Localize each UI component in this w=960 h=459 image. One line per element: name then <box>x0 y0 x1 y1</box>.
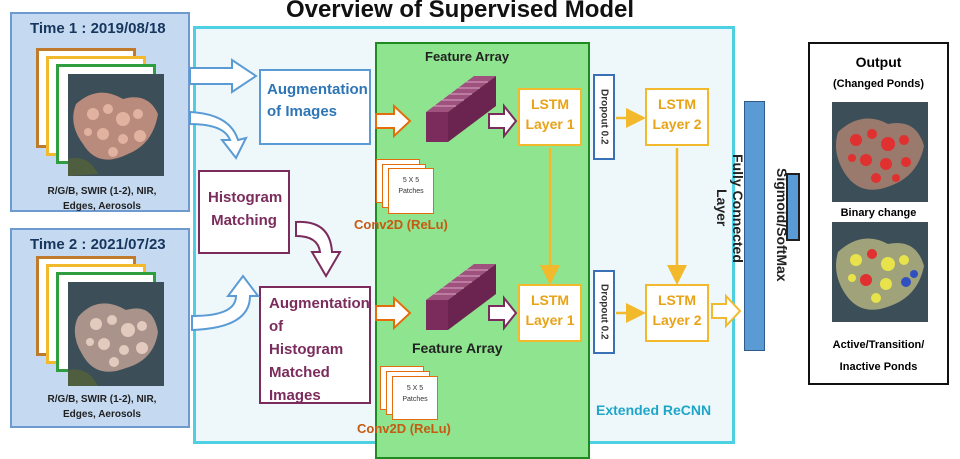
output-classes-image <box>832 222 928 322</box>
lstm1-bottom-line2: Layer 1 <box>525 312 575 328</box>
aug2-line3: Matched <box>269 364 330 381</box>
time1-bands-line2: Edges, Aerosols <box>63 201 141 212</box>
lstm2-bottom-line2: Layer 2 <box>652 312 702 328</box>
output-binary-image <box>832 102 928 202</box>
patch-size-top: 5 X 5 <box>402 177 420 184</box>
time1-bands-line1: R/G/B, SWIR (1-2), NIR, <box>47 186 157 197</box>
extended-recnn-label: Extended ReCNN <box>596 402 712 418</box>
satellite-image-time1 <box>68 74 164 176</box>
purple-arrow-top <box>488 103 518 139</box>
fully-connected-label: Fully Connected Layer <box>690 138 746 278</box>
feature-array-cube-top <box>426 76 496 142</box>
yellow-arrow-to-sigmoid <box>711 293 742 329</box>
histogram-line1: Histogram <box>208 189 283 206</box>
lstm2-top-line2: Layer 2 <box>652 116 702 132</box>
feature-array-label-bottom: Feature Array <box>412 340 503 356</box>
blue-curved-arrow-to-histogram-augmentation <box>191 274 260 332</box>
satellite-image-time2 <box>68 282 164 386</box>
yellow-connectors <box>540 108 687 323</box>
time2-panel: Time 2 : 2021/07/23 R/G/B, SWIR (1-2), N… <box>10 228 190 428</box>
aug2-line2: of Histogram <box>269 318 344 358</box>
patch-size-bottom: 5 X 5 <box>406 385 424 392</box>
dropout-top: Dropout 0.2 <box>593 74 615 160</box>
lstm-layer2-bottom: LSTM Layer 2 <box>645 284 709 342</box>
classes-label: Active/Transition/ Inactive Ponds <box>810 334 947 378</box>
conv2d-label-top: Conv2D (ReLu) <box>354 217 448 232</box>
classes-line2: Inactive Ponds <box>839 361 918 373</box>
orange-arrow-top <box>375 103 412 139</box>
augmentation-images-box: Augmentation of Images <box>259 69 371 145</box>
lstm1-top-line1: LSTM <box>530 96 570 112</box>
purple-arrow-bottom <box>488 295 518 331</box>
histogram-matching-box: Histogram Matching <box>198 170 290 254</box>
patch-front-bottom: 5 X 5 Patches <box>392 376 438 420</box>
feature-array-label-top: Feature Array <box>425 49 510 64</box>
patch-front-top: 5 X 5 Patches <box>388 168 434 214</box>
orange-arrow-bottom <box>375 295 412 331</box>
aug1-line1: Augmentation <box>267 81 368 98</box>
aug1-line2: of Images <box>267 103 338 120</box>
output-subtitle: (Changed Ponds) <box>832 78 925 90</box>
lstm2-top-line1: LSTM <box>657 96 697 112</box>
conv2d-label-bottom: Conv2D (ReLu) <box>357 421 451 436</box>
patch-word-bottom: Patches <box>402 396 428 403</box>
time2-bands-line2: Edges, Aerosols <box>63 409 141 420</box>
augmentation-histogram-box: Augmentation of Histogram Matched Images <box>259 286 371 404</box>
fc-line1: Fully Connected <box>730 153 746 263</box>
time2-bands-line1: R/G/B, SWIR (1-2), NIR, <box>47 394 157 405</box>
lstm-layer2-top: LSTM Layer 2 <box>645 88 709 146</box>
classes-line1: Active/Transition/ <box>832 339 925 351</box>
feature-array-cube-bottom <box>426 264 496 330</box>
aug2-line1: Augmentation <box>269 295 370 312</box>
lstm-layer1-top: LSTM Layer 1 <box>518 88 582 146</box>
softmax-indicator <box>786 173 800 241</box>
binary-change-label: Binary change <box>840 207 917 219</box>
patch-word-top: Patches <box>398 188 424 195</box>
sigmoid-bar <box>744 101 765 351</box>
time1-label: Time 1 : 2019/08/18 <box>30 20 166 37</box>
output-title: Output <box>855 54 902 70</box>
time1-bands: R/G/B, SWIR (1-2), NIR, Edges, Aerosols <box>12 184 192 214</box>
fc-line2: Layer <box>714 189 730 227</box>
diagram-title: Overview of Supervised Model <box>285 0 635 23</box>
purple-curved-arrow <box>295 220 342 278</box>
time2-bands: R/G/B, SWIR (1-2), NIR, Edges, Aerosols <box>12 392 192 422</box>
time2-label: Time 2 : 2021/07/23 <box>30 236 166 253</box>
dropout-bottom: Dropout 0.2 <box>593 270 615 354</box>
aug2-line4: Images <box>269 387 321 404</box>
blue-arrow-to-augmentation <box>189 58 258 94</box>
lstm2-bottom-line1: LSTM <box>657 292 697 308</box>
output-panel: Output (Changed Ponds) Binary change Act… <box>808 42 949 385</box>
blue-curved-arrow-to-histogram <box>189 110 248 160</box>
lstm1-bottom-line1: LSTM <box>530 292 570 308</box>
lstm1-top-line2: Layer 1 <box>525 116 575 132</box>
lstm-layer1-bottom: LSTM Layer 1 <box>518 284 582 342</box>
histogram-line2: Matching <box>211 212 277 229</box>
